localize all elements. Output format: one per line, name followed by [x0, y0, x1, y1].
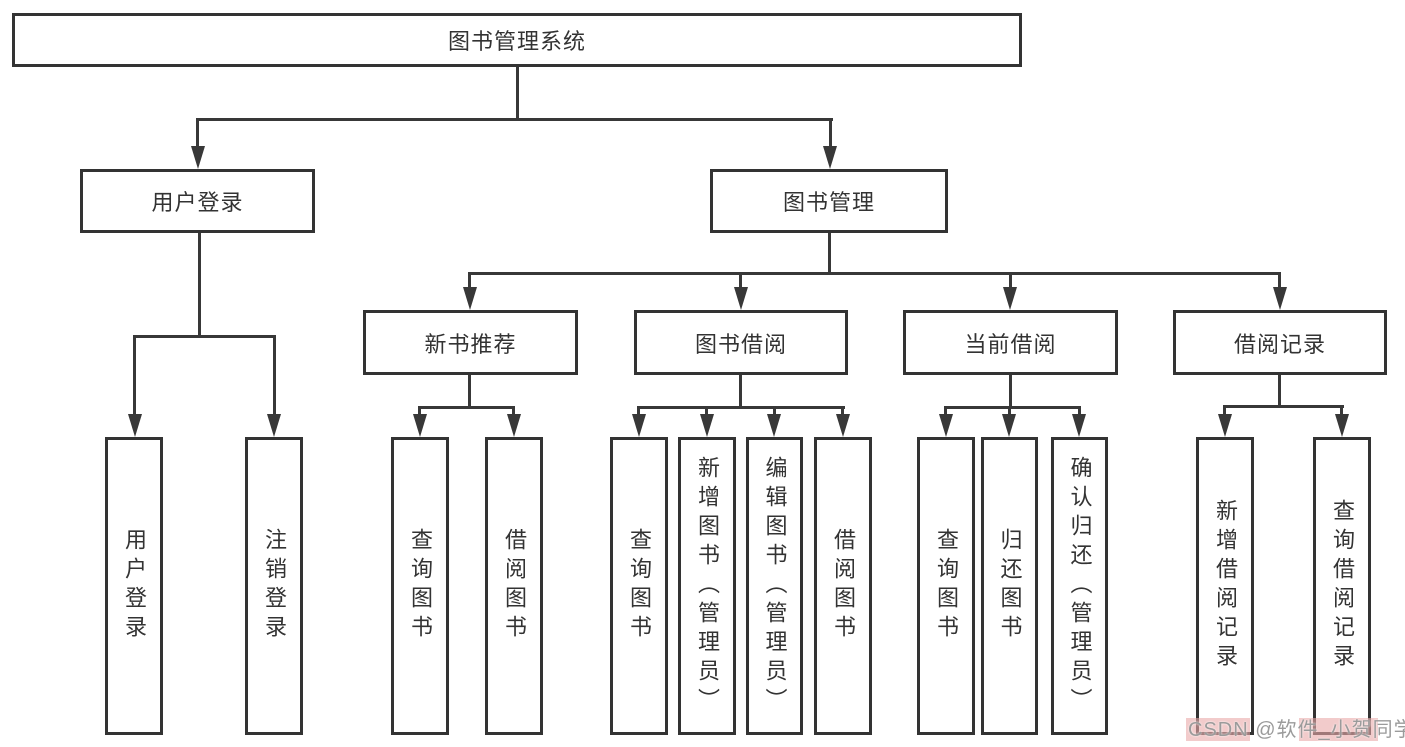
connector-line: [273, 335, 276, 416]
connector-line: [1009, 375, 1012, 409]
connector-line: [841, 406, 844, 416]
watermark: CSDN @软件_小贺同学: [1188, 719, 1405, 741]
leaf-current-return-books: 归还图书: [981, 437, 1038, 735]
leaf-logout: 注销登录: [245, 437, 303, 735]
leaf-borrow-edit-books-admin: 编辑图书（管理员）: [746, 437, 803, 735]
arrow-down-icon: [1002, 414, 1016, 437]
connector-line: [196, 118, 199, 148]
connector-line: [1223, 405, 1226, 416]
connector-line: [637, 406, 845, 409]
connector-line: [1278, 272, 1281, 290]
arrow-down-icon: [700, 414, 714, 437]
connector-line: [198, 233, 201, 338]
node-borrow-records: 借阅记录: [1173, 310, 1387, 375]
leaf-newbook-query-books: 查询图书: [391, 437, 449, 735]
arrow-down-icon: [734, 287, 748, 310]
connector-line: [516, 67, 519, 120]
leaf-borrow-add-books-admin: 新增图书（管理员）: [678, 437, 736, 735]
arrow-down-icon: [413, 414, 427, 437]
connector-line: [418, 406, 515, 409]
node-book-management: 图书管理: [710, 169, 948, 233]
connector-line: [739, 375, 742, 409]
connector-line: [828, 233, 831, 275]
leaf-borrow-borrow-books: 借阅图书: [814, 437, 872, 735]
connector-line: [196, 118, 833, 121]
connector-line: [739, 272, 742, 290]
node-new-book-recommend: 新书推荐: [363, 310, 578, 375]
connector-line: [944, 406, 1081, 409]
arrow-down-icon: [823, 146, 837, 169]
connector-line: [944, 406, 947, 416]
connector-line: [1009, 272, 1012, 290]
connector-line: [773, 406, 776, 416]
arrow-down-icon: [1218, 414, 1232, 437]
arrow-down-icon: [836, 414, 850, 437]
leaf-user-login: 用户登录: [105, 437, 163, 735]
arrow-down-icon: [632, 414, 646, 437]
arrow-down-icon: [507, 414, 521, 437]
leaf-current-confirm-return-admin: 确认归还（管理员）: [1051, 437, 1108, 735]
arrow-down-icon: [1273, 287, 1287, 310]
connector-line: [705, 406, 708, 416]
arrow-down-icon: [939, 414, 953, 437]
node-library-system: 图书管理系统: [12, 13, 1022, 67]
arrow-down-icon: [128, 414, 142, 437]
connector-line: [829, 118, 832, 148]
node-user-login: 用户登录: [80, 169, 315, 233]
arrow-down-icon: [1003, 287, 1017, 310]
connector-line: [468, 375, 471, 409]
connector-line: [1278, 375, 1281, 408]
arrow-down-icon: [1072, 414, 1086, 437]
connector-line: [512, 406, 515, 416]
connector-line: [418, 406, 421, 416]
arrow-down-icon: [191, 146, 205, 169]
leaf-current-query-books: 查询图书: [917, 437, 975, 735]
leaf-records-query-record: 查询借阅记录: [1313, 437, 1371, 735]
arrow-down-icon: [1335, 414, 1349, 437]
connector-line: [1340, 405, 1343, 416]
arrow-down-icon: [463, 287, 477, 310]
node-book-borrow: 图书借阅: [634, 310, 848, 375]
connector-line: [468, 272, 471, 290]
arrow-down-icon: [267, 414, 281, 437]
connector-line: [1223, 405, 1344, 408]
leaf-records-add-record: 新增借阅记录: [1196, 437, 1254, 735]
connector-line: [469, 272, 1281, 275]
connector-line: [1078, 406, 1081, 416]
connector-line: [637, 406, 640, 416]
connector-line: [1008, 406, 1011, 416]
arrow-down-icon: [767, 414, 781, 437]
connector-line: [133, 335, 276, 338]
leaf-borrow-query-books: 查询图书: [610, 437, 668, 735]
leaf-newbook-borrow-books: 借阅图书: [485, 437, 543, 735]
connector-line: [133, 335, 136, 416]
watermark-highlight: [1186, 718, 1250, 741]
node-current-borrow: 当前借阅: [903, 310, 1118, 375]
watermark-highlight: [1299, 718, 1378, 741]
